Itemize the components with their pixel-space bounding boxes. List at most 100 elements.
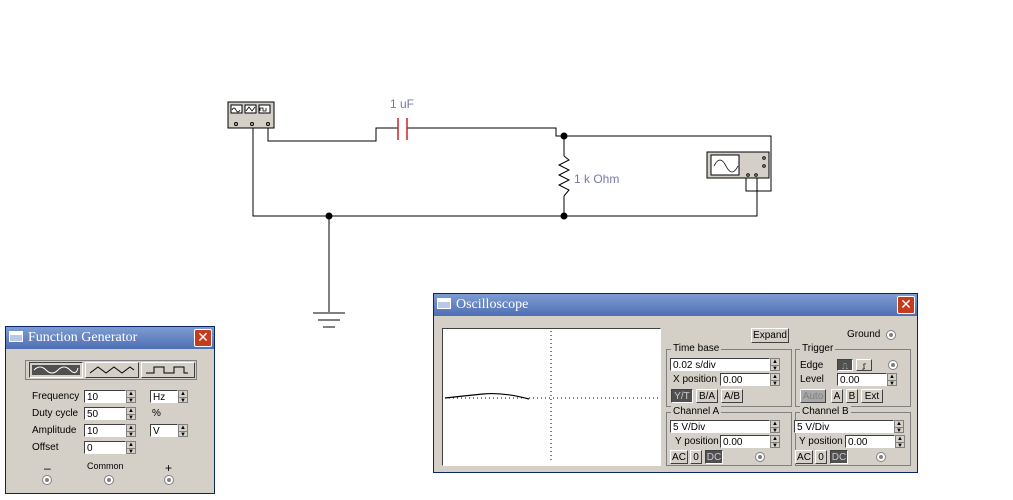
mode-ba-button[interactable]: B/A bbox=[696, 389, 718, 403]
junction-node bbox=[560, 212, 568, 220]
plus-terminal[interactable] bbox=[164, 475, 174, 485]
x-position-spinner[interactable]: ▲▼ bbox=[770, 373, 780, 386]
channel-a-ac-button[interactable]: AC bbox=[670, 450, 688, 464]
time-base-group: Time base 0.02 s/div ▲▼ X position 0.00 … bbox=[666, 343, 792, 407]
x-position-label: X position bbox=[673, 374, 717, 385]
junction-node bbox=[325, 212, 333, 220]
resistor-label: 1 k Ohm bbox=[574, 172, 619, 186]
oscilloscope-window: Oscilloscope ✕ Expand Ground Time base 0… bbox=[433, 293, 918, 473]
close-button[interactable]: ✕ bbox=[194, 329, 212, 347]
square-wave-icon bbox=[146, 366, 188, 374]
trigger-title: Trigger bbox=[800, 343, 836, 354]
rising-edge-button[interactable]: ⎍ bbox=[837, 359, 853, 371]
channel-b-dc-button[interactable]: DC bbox=[830, 450, 848, 464]
common-terminal[interactable] bbox=[104, 475, 114, 485]
square-wave-button[interactable] bbox=[141, 362, 195, 378]
frequency-spinner[interactable]: ▲▼ bbox=[126, 390, 136, 403]
channel-b-scale-spinner[interactable]: ▲▼ bbox=[894, 420, 904, 433]
duty-cycle-unit: % bbox=[152, 408, 161, 419]
ground-terminal[interactable] bbox=[886, 330, 896, 340]
minus-terminal[interactable] bbox=[42, 475, 52, 485]
triangle-wave-button[interactable] bbox=[85, 362, 139, 378]
channel-a-terminal[interactable] bbox=[755, 452, 765, 462]
channel-b-title: Channel B bbox=[800, 406, 851, 417]
rising-edge-icon: ⎍ bbox=[842, 362, 848, 371]
window-icon bbox=[9, 331, 23, 342]
channel-b-y-position-spinner[interactable]: ▲▼ bbox=[895, 435, 905, 448]
trigger-level-spinner[interactable]: ▲▼ bbox=[887, 373, 897, 386]
titlebar[interactable]: Oscilloscope ✕ bbox=[434, 294, 917, 316]
oscilloscope-icon[interactable] bbox=[706, 151, 770, 179]
amplitude-input[interactable]: 10 bbox=[84, 424, 126, 437]
trigger-level-input[interactable]: 0.00 bbox=[837, 373, 887, 386]
frequency-input[interactable]: 10 bbox=[84, 390, 126, 403]
close-button[interactable]: ✕ bbox=[897, 296, 915, 314]
wire-node-to-scope bbox=[564, 135, 772, 192]
function-generator-window: Function Generator ✕ Frequency 10 ▲▼ Hz … bbox=[5, 326, 215, 494]
trigger-a-button[interactable]: A bbox=[831, 389, 843, 403]
capacitor[interactable] bbox=[397, 118, 408, 140]
titlebar[interactable]: Function Generator ✕ bbox=[6, 327, 214, 349]
scope-screen bbox=[442, 328, 661, 466]
waveform-selector bbox=[25, 360, 197, 380]
channel-b-ac-button[interactable]: AC bbox=[795, 450, 813, 464]
capacitor-label: 1 uF bbox=[390, 97, 414, 111]
channel-a-title: Channel A bbox=[671, 406, 722, 417]
wire-bottom-return bbox=[252, 128, 564, 217]
duty-cycle-spinner[interactable]: ▲▼ bbox=[126, 407, 136, 420]
falling-edge-button[interactable]: ⎎ bbox=[856, 359, 872, 371]
duty-cycle-input[interactable]: 50 bbox=[84, 407, 126, 420]
channel-a-dc-button[interactable]: DC bbox=[705, 450, 723, 464]
common-terminal-label: Common bbox=[87, 461, 124, 471]
sine-wave-button[interactable] bbox=[29, 362, 83, 378]
trigger-ext-button[interactable]: Ext bbox=[861, 389, 883, 403]
amplitude-spinner[interactable]: ▲▼ bbox=[126, 424, 136, 437]
triangle-wave-icon bbox=[89, 366, 135, 374]
frequency-unit-spinner[interactable]: ▲▼ bbox=[178, 390, 188, 403]
wire-bottom-to-scope bbox=[564, 176, 758, 217]
function-generator-icon[interactable] bbox=[227, 101, 275, 129]
resistor[interactable] bbox=[557, 155, 571, 197]
channel-b-zero-button[interactable]: 0 bbox=[815, 450, 827, 464]
mode-ab-button[interactable]: A/B bbox=[721, 389, 743, 403]
time-base-title: Time base bbox=[671, 343, 722, 354]
channel-a-y-position-spinner[interactable]: ▲▼ bbox=[770, 435, 780, 448]
junction-node bbox=[560, 132, 568, 140]
channel-a-y-position-label: Y position bbox=[675, 436, 719, 447]
edge-label: Edge bbox=[800, 360, 824, 371]
wire-fg-to-capacitor bbox=[267, 127, 398, 142]
channel-a-y-position-input[interactable]: 0.00 bbox=[720, 435, 770, 448]
trigger-b-button[interactable]: B bbox=[846, 389, 858, 403]
time-base-input[interactable]: 0.02 s/div bbox=[670, 358, 770, 371]
x-position-input[interactable]: 0.00 bbox=[720, 373, 770, 386]
amplitude-unit-select[interactable]: V bbox=[150, 424, 178, 437]
mode-yt-button[interactable]: Y/T bbox=[671, 389, 693, 403]
channel-b-group: Channel B 5 V/Div ▲▼ Y position 0.00 ▲▼ … bbox=[794, 406, 911, 466]
channel-a-scale-spinner[interactable]: ▲▼ bbox=[770, 420, 780, 433]
channel-a-trace bbox=[444, 392, 530, 400]
trigger-auto-button[interactable]: Auto bbox=[800, 389, 826, 403]
duty-cycle-label: Duty cycle bbox=[32, 408, 79, 419]
channel-b-terminal[interactable] bbox=[876, 452, 886, 462]
channel-b-scale-input[interactable]: 5 V/Div bbox=[794, 420, 894, 433]
plus-terminal-label: + bbox=[165, 461, 173, 475]
channel-a-scale-input[interactable]: 5 V/Div bbox=[670, 420, 770, 433]
wire-capacitor-to-node bbox=[407, 127, 564, 137]
offset-input[interactable]: 0 bbox=[84, 441, 126, 454]
amplitude-unit-spinner[interactable]: ▲▼ bbox=[178, 424, 188, 437]
close-icon: ✕ bbox=[197, 329, 209, 345]
trigger-terminal[interactable] bbox=[888, 360, 898, 370]
channel-a-group: Channel A 5 V/Div ▲▼ Y position 0.00 ▲▼ … bbox=[666, 406, 792, 466]
channel-a-zero-button[interactable]: 0 bbox=[690, 450, 702, 464]
channel-b-y-position-label: Y position bbox=[799, 436, 843, 447]
time-base-spinner[interactable]: ▲▼ bbox=[770, 358, 780, 371]
trigger-group: Trigger Edge ⎍ ⎎ Level 0.00 ▲▼ Auto A B … bbox=[795, 343, 911, 407]
channel-b-y-position-input[interactable]: 0.00 bbox=[845, 435, 895, 448]
window-title: Function Generator bbox=[28, 330, 138, 345]
expand-button[interactable]: Expand bbox=[751, 328, 789, 343]
window-title: Oscilloscope bbox=[456, 297, 529, 312]
falling-edge-icon: ⎎ bbox=[861, 362, 867, 371]
scope-display bbox=[444, 331, 658, 463]
frequency-unit-select[interactable]: Hz bbox=[150, 390, 178, 403]
offset-spinner[interactable]: ▲▼ bbox=[126, 441, 136, 454]
